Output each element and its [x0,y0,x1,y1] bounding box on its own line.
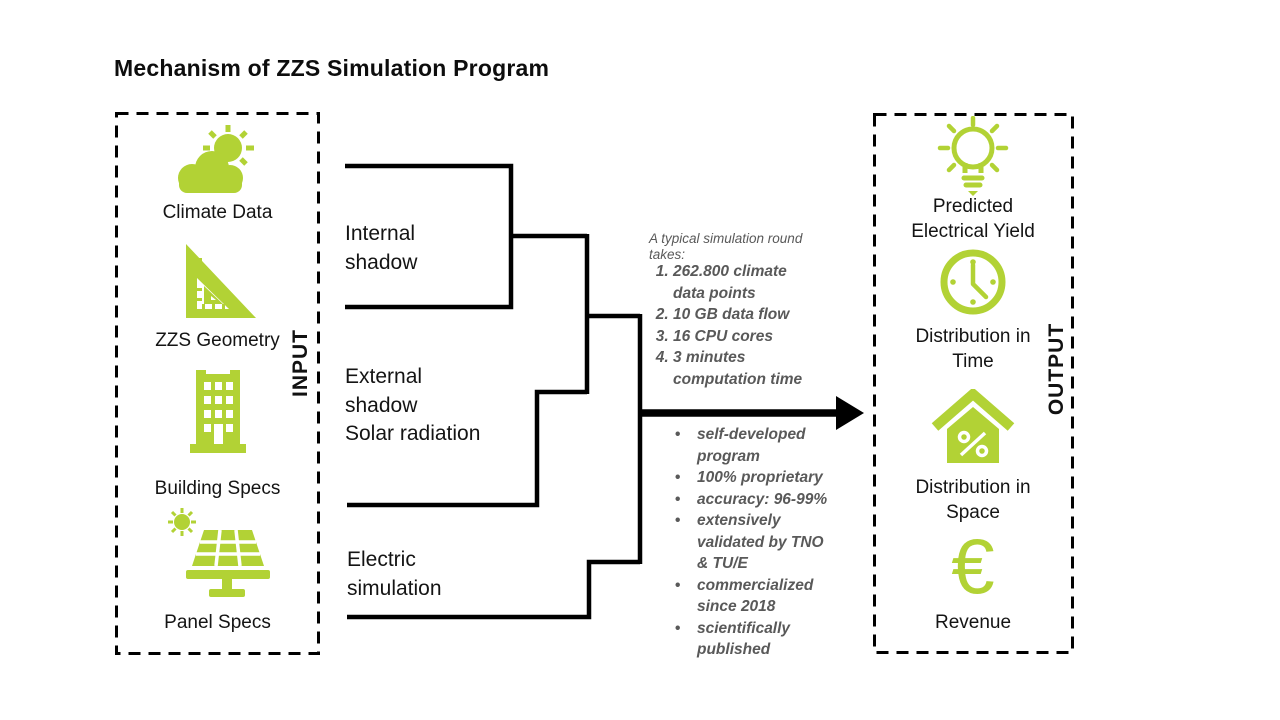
building-item [115,366,320,463]
flow-arrow-head [836,396,864,430]
program-fact-item: scientifically published [649,618,864,661]
distribution-time-label: Distribution in Time [915,326,1031,372]
input-panel-border [115,112,320,655]
program-fact-item: extensively validated by TNO & TU/E [649,510,864,575]
program-fact-item: 100% proprietary [649,467,864,489]
branch-label-electric-simulation: Electric simulation [347,548,442,600]
simulation-specs-list: 262.800 climate data points 10 GB data f… [649,261,878,390]
simulation-spec-item: 16 CPU cores [673,326,878,348]
revenue-label: Revenue [934,612,1012,633]
branch-label-internal-shadow: Internal shadow [345,222,418,274]
climate-icon [170,124,266,203]
geometry-item [115,242,320,325]
output-label-vertical: OUTPUT [1045,322,1068,416]
space-item [873,387,1073,474]
program-fact-item: commercialized since 2018 [649,575,864,618]
house-percent-icon [927,387,1019,474]
yield-item [873,115,1073,201]
time-item [873,245,1073,324]
clock-icon [936,245,1010,324]
climate-item [115,124,320,203]
distribution-space-label: Distribution in Space [915,477,1031,523]
climate-label: Climate Data [162,202,273,223]
building-icon [180,366,256,463]
euro-icon: € [951,522,995,610]
program-fact-item: self-developed program [649,424,864,467]
predicted-yield-label: Predicted Electrical Yield [911,196,1035,242]
zzs-geometry-label: ZZS Geometry [155,330,280,351]
page-title: Mechanism of ZZS Simulation Program [114,55,550,81]
simulation-note-intro: A typical simulation round takes: [649,231,803,263]
external-shadow-branch [347,389,587,508]
program-facts-list: self-developed program 100% proprietary … [649,424,864,661]
program-fact-item: accuracy: 96-99% [649,489,864,511]
simulation-spec-item: 262.800 climate data points [673,261,878,304]
simulation-spec-item: 3 minutes computation time [673,347,878,390]
set-square-icon [178,242,258,325]
input-label-vertical: INPUT [289,329,312,397]
electric-simulation-branch [347,559,640,620]
panel-item [115,506,320,603]
branch-label-external-shadow: External shadow Solar radiation [345,365,481,445]
panel-specs-label: Panel Specs [164,612,271,633]
solar-panel-icon [166,506,270,603]
simulation-spec-item: 10 GB data flow [673,304,878,326]
lightbulb-icon [928,115,1018,201]
output-panel-border [873,113,1074,654]
building-specs-label: Building Specs [154,478,281,499]
